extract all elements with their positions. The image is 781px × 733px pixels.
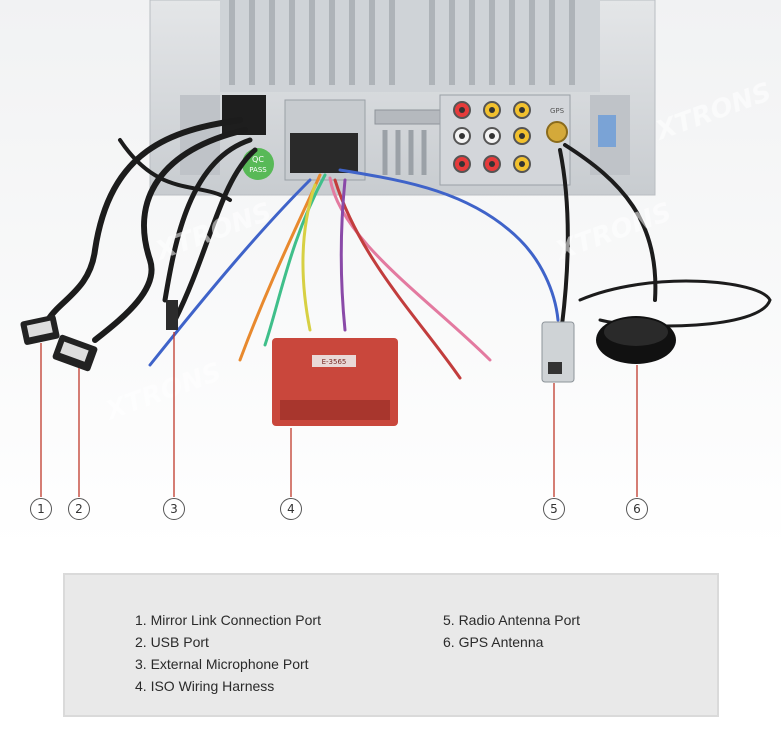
gps-antenna-puck bbox=[596, 316, 676, 364]
callout-1: 1 bbox=[30, 498, 52, 520]
legend-item-mirror-link: 1. Mirror Link Connection Port bbox=[135, 612, 321, 628]
usb-plug-right bbox=[52, 334, 98, 372]
callout-5: 5 bbox=[543, 498, 565, 520]
callout-2: 2 bbox=[68, 498, 90, 520]
legend-item-iso-harness: 4. ISO Wiring Harness bbox=[135, 678, 275, 694]
head-unit-back: GPS QC PASS bbox=[149, 0, 656, 196]
qc-pass-badge: QC PASS bbox=[242, 148, 274, 180]
radio-antenna-connector bbox=[541, 321, 575, 383]
usb-plug-left bbox=[20, 315, 60, 345]
gps-port-label: GPS bbox=[550, 107, 565, 115]
legend-left-column: 1. Mirror Link Connection Port 2. USB Po… bbox=[135, 609, 321, 697]
legend-item-microphone: 3. External Microphone Port bbox=[135, 656, 309, 672]
callout-3: 3 bbox=[163, 498, 185, 520]
legend-right-column: 5. Radio Antenna Port 6. GPS Antenna bbox=[443, 609, 580, 653]
callout-4: 4 bbox=[280, 498, 302, 520]
legend-item-usb: 2. USB Port bbox=[135, 634, 209, 650]
svg-text:PASS: PASS bbox=[249, 166, 267, 174]
legend-box: 1. Mirror Link Connection Port 2. USB Po… bbox=[63, 573, 719, 717]
iso-harness-connector: E-3565 bbox=[272, 338, 398, 426]
svg-text:E-3565: E-3565 bbox=[322, 358, 347, 366]
callout-6: 6 bbox=[626, 498, 648, 520]
callout-lines bbox=[40, 332, 638, 497]
legend-item-radio-antenna: 5. Radio Antenna Port bbox=[443, 612, 580, 628]
svg-text:QC: QC bbox=[252, 155, 264, 164]
legend-item-gps-antenna: 6. GPS Antenna bbox=[443, 634, 544, 650]
mic-jack bbox=[166, 300, 178, 330]
